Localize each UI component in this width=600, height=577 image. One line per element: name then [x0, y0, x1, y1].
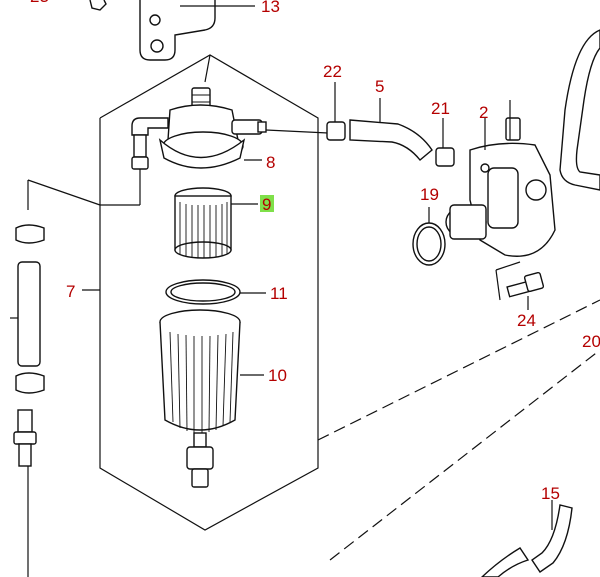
callout-20[interactable]: 20 — [582, 332, 600, 351]
callout-19[interactable]: 19 — [420, 185, 439, 204]
callout-2[interactable]: 2 — [479, 103, 488, 122]
o-ring-part-19 — [412, 207, 446, 266]
callout-9[interactable]: 9 — [262, 195, 271, 214]
callout-10[interactable]: 10 — [268, 366, 287, 385]
callout-21[interactable]: 21 — [431, 99, 450, 118]
callout-23[interactable]: 23 — [30, 0, 49, 6]
hose-part-5-with-clamps — [265, 82, 455, 167]
callout-15[interactable]: 15 — [541, 484, 560, 503]
fuel-pump-part-2 — [445, 100, 556, 257]
o-ring-part-11 — [165, 279, 266, 305]
callout-9-highlight — [260, 195, 274, 212]
left-hose-assembly — [10, 179, 101, 577]
bolt-part-24 — [495, 261, 545, 310]
callout-7[interactable]: 7 — [66, 282, 75, 301]
filter-cap-part-8 — [100, 87, 267, 206]
right-hoses — [480, 29, 600, 577]
filter-bowl-part-10 — [159, 309, 264, 488]
callout-22[interactable]: 22 — [323, 62, 342, 81]
callout-24[interactable]: 24 — [517, 311, 536, 330]
bracket-part-13 — [89, 0, 255, 61]
callout-labels: 13 22 5 21 2 8 9 19 7 11 10 24 20 15 23 — [30, 0, 600, 503]
callout-8[interactable]: 8 — [266, 153, 275, 172]
callout-5[interactable]: 5 — [375, 77, 384, 96]
reference-lines — [317, 299, 600, 561]
callout-11[interactable]: 11 — [270, 284, 288, 303]
callout-13[interactable]: 13 — [261, 0, 280, 16]
assembly-frame — [99, 54, 319, 531]
filter-element-part-9 — [174, 187, 258, 259]
